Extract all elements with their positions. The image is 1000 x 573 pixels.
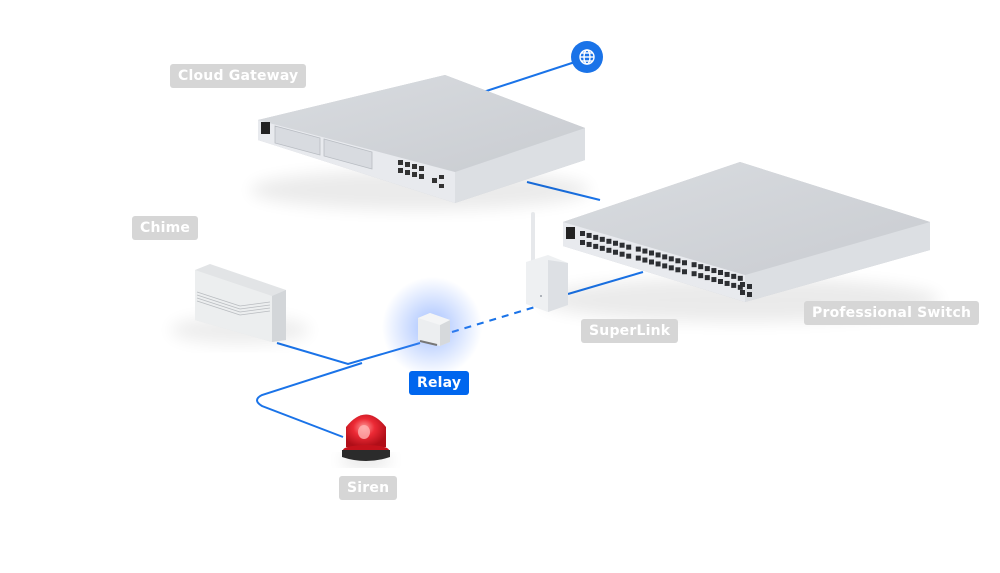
switch-port — [649, 259, 654, 265]
professional-switch-label[interactable]: Professional Switch — [804, 301, 980, 325]
switch-port — [731, 282, 737, 288]
sfp-port — [747, 292, 752, 297]
switch-port — [698, 264, 704, 270]
switch-port — [619, 242, 625, 248]
link-relay-siren — [256, 362, 363, 438]
switch-port — [586, 232, 592, 238]
switch-port — [613, 240, 618, 246]
relay-device[interactable] — [382, 277, 482, 377]
superlink-label[interactable]: SuperLink — [581, 319, 679, 343]
switch-port — [724, 271, 730, 277]
switch-port — [635, 255, 641, 261]
switch-port — [682, 260, 687, 266]
switch-port — [691, 271, 697, 277]
sfp-port — [740, 290, 745, 295]
switch-port — [682, 269, 687, 275]
switch-port — [718, 270, 723, 275]
switch-port — [580, 231, 585, 236]
globe-icon — [579, 49, 595, 65]
switch-port — [675, 258, 681, 264]
switch-port — [662, 254, 668, 260]
switch-port — [731, 273, 737, 279]
switch-port — [724, 280, 730, 286]
chime-label[interactable]: Chime — [132, 216, 199, 240]
professional-switch-device[interactable] — [540, 162, 940, 322]
internet-node[interactable] — [571, 41, 603, 73]
chime-device[interactable] — [170, 264, 310, 344]
switch-port — [642, 257, 648, 263]
switch-port — [599, 245, 605, 251]
switch-port — [642, 248, 648, 254]
switch-port — [593, 234, 599, 240]
switch-port — [698, 273, 704, 279]
switch-port — [675, 267, 681, 273]
switch-port — [668, 265, 674, 271]
switch-port — [737, 284, 743, 290]
switch-port — [606, 238, 612, 244]
switch-port — [668, 256, 674, 262]
cloud-gateway-label[interactable]: Cloud Gateway — [170, 64, 307, 88]
switch-port — [626, 244, 632, 250]
switch-port — [711, 268, 717, 274]
sfp-port — [740, 282, 745, 287]
switch-port — [737, 275, 743, 281]
switch-port — [613, 249, 618, 255]
cloud-gateway-device[interactable] — [250, 75, 590, 210]
switch-port — [704, 275, 710, 281]
switch-port — [718, 279, 723, 284]
switch-port — [655, 261, 661, 267]
siren-label[interactable]: Siren — [339, 476, 398, 500]
switch-port — [619, 251, 625, 257]
switch-port — [704, 266, 710, 272]
switch-port — [580, 240, 585, 245]
switch-port — [662, 263, 668, 269]
sfp-port — [747, 284, 752, 289]
switch-port — [711, 277, 717, 283]
switch-port — [635, 246, 641, 252]
switch-port — [691, 262, 697, 268]
siren-device[interactable] — [340, 414, 392, 466]
switch-port — [626, 253, 632, 259]
relay-label[interactable]: Relay — [409, 371, 470, 395]
switch-port — [655, 252, 661, 258]
superlink-device[interactable] — [526, 212, 568, 312]
switch-port — [593, 243, 599, 249]
switch-port — [606, 247, 612, 253]
switch-port — [599, 236, 605, 242]
switch-port — [586, 241, 592, 247]
switch-port — [649, 250, 654, 256]
